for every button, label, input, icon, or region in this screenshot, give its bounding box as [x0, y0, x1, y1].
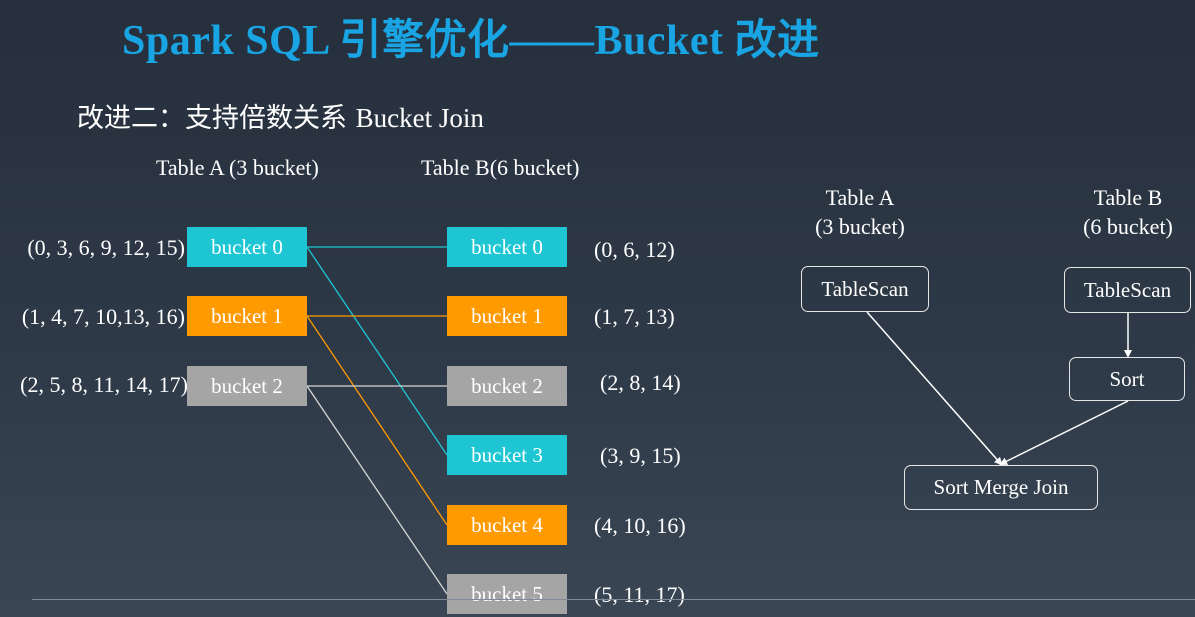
footer-divider — [32, 599, 1195, 600]
page-title: Spark SQL 引擎优化——Bucket 改进 — [122, 18, 820, 64]
tablescan-a-node: TableScan — [801, 266, 929, 312]
table-a-bucket-1: bucket 1 — [187, 296, 307, 336]
table-b-bucket-3-values: (3, 9, 15) — [600, 443, 681, 468]
table-b-header: Table B(6 bucket) — [421, 155, 580, 180]
link-a0-b3 — [306, 246, 448, 456]
arrow-sort-to-join — [999, 400, 1129, 465]
plan-table-b-header: Table B (6 bucket) — [1068, 183, 1188, 241]
subtitle-suffix: Bucket Join — [355, 103, 484, 133]
table-a-bucket-2-values: (2, 5, 8, 11, 14, 17) — [20, 372, 188, 397]
table-b-bucket-1: bucket 1 — [447, 296, 567, 336]
arrow-tablescan-a-to-join — [866, 311, 1003, 466]
subtitle: 改进二：支持倍数关系 Bucket Join — [77, 96, 484, 135]
table-b-bucket-4-values: (4, 10, 16) — [594, 513, 686, 538]
table-b-bucket-1-values: (1, 7, 13) — [594, 304, 675, 329]
table-b-bucket-2-values: (2, 8, 14) — [600, 370, 681, 395]
plan-table-b-header-line2: (6 bucket) — [1083, 214, 1173, 239]
plan-table-a-header: Table A (3 bucket) — [800, 183, 920, 241]
link-a1-b4 — [306, 315, 448, 526]
table-b-bucket-0: bucket 0 — [447, 227, 567, 267]
sort-merge-join-node: Sort Merge Join — [904, 465, 1098, 510]
table-b-bucket-4: bucket 4 — [447, 505, 567, 545]
plan-table-a-header-line2: (3 bucket) — [815, 214, 905, 239]
table-b-bucket-0-values: (0, 6, 12) — [594, 237, 675, 262]
plan-table-b-header-line1: Table B — [1093, 185, 1163, 210]
table-a-bucket-1-values: (1, 4, 7, 10,13, 16) — [21, 304, 185, 329]
sort-node: Sort — [1069, 357, 1185, 401]
link-a2-b5 — [306, 385, 448, 595]
table-a-bucket-0: bucket 0 — [187, 227, 307, 267]
subtitle-prefix: 改进二：支持倍数关系 — [77, 103, 347, 134]
table-a-header: Table A (3 bucket) — [156, 155, 319, 180]
table-a-bucket-0-values: (0, 3, 6, 9, 12, 15) — [27, 235, 185, 260]
table-b-bucket-3: bucket 3 — [447, 435, 567, 475]
table-a-bucket-2: bucket 2 — [187, 366, 307, 406]
table-b-bucket-5: bucket 5 — [447, 574, 567, 614]
table-b-bucket-2: bucket 2 — [447, 366, 567, 406]
table-b-bucket-5-values: (5, 11, 17) — [594, 582, 685, 607]
plan-table-a-header-line1: Table A — [825, 185, 895, 210]
tablescan-b-node: TableScan — [1064, 267, 1191, 313]
